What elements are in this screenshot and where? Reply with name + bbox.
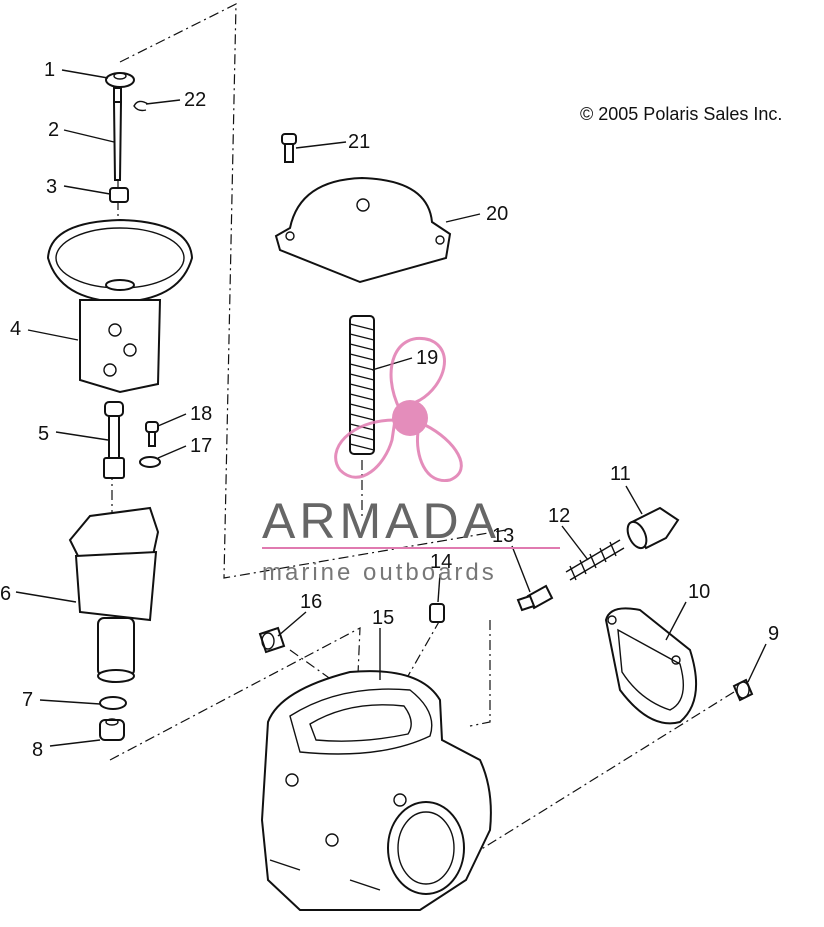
callout-22: 22 bbox=[184, 89, 206, 111]
copyright-text: © 2005 Polaris Sales Inc. bbox=[580, 104, 782, 124]
part-22-clip bbox=[133, 100, 149, 112]
part-14-plug bbox=[429, 603, 445, 623]
callout-14: 14 bbox=[430, 551, 452, 573]
callout-11: 11 bbox=[610, 463, 631, 485]
callout-5: 5 bbox=[38, 423, 49, 445]
part-8-main-jet bbox=[99, 718, 125, 741]
part-3-washer bbox=[109, 187, 129, 203]
callout-6: 6 bbox=[0, 583, 11, 605]
callout-8: 8 bbox=[32, 739, 43, 761]
callout-13: 13 bbox=[492, 525, 514, 547]
callout-21: 21 bbox=[348, 131, 370, 153]
callout-19: 19 bbox=[416, 347, 438, 369]
part-19-spring bbox=[349, 315, 375, 455]
part-20-cover bbox=[274, 176, 452, 284]
part-5-needle-jet bbox=[103, 401, 125, 479]
callout-20: 20 bbox=[486, 203, 508, 225]
part-10-gasket bbox=[604, 607, 698, 725]
watermark-title: ARMADA bbox=[262, 493, 500, 549]
callout-10: 10 bbox=[688, 581, 710, 603]
callout-1: 1 bbox=[44, 59, 55, 81]
callout-16: 16 bbox=[300, 591, 322, 613]
callout-9: 9 bbox=[768, 623, 779, 645]
callout-4: 4 bbox=[10, 318, 21, 340]
part-7-washer bbox=[99, 696, 127, 710]
part-18-screw bbox=[145, 421, 159, 447]
part-1-nut bbox=[105, 72, 135, 88]
callout-15: 15 bbox=[372, 607, 394, 629]
part-11-plug bbox=[626, 506, 680, 550]
part-17-washer bbox=[139, 456, 161, 468]
callout-labels: 1 2 3 4 5 6 7 8 9 10 11 12 13 14 15 16 1… bbox=[0, 59, 779, 761]
part-9-screw bbox=[732, 678, 754, 702]
part-2-needle bbox=[112, 87, 123, 181]
part-15-carburetor-body bbox=[260, 670, 492, 911]
part-4-diaphragm bbox=[46, 218, 194, 394]
part-21-screw bbox=[281, 133, 297, 163]
propeller-logo-icon bbox=[334, 337, 463, 482]
watermark-subtitle: marine outboards bbox=[262, 559, 497, 586]
callout-3: 3 bbox=[46, 176, 57, 198]
callout-2: 2 bbox=[48, 119, 59, 141]
part-16-jet bbox=[258, 626, 286, 654]
part-12-spring bbox=[565, 539, 625, 581]
part-13-pilot-screw bbox=[516, 584, 554, 612]
callout-17: 17 bbox=[190, 435, 212, 457]
callout-18: 18 bbox=[190, 403, 212, 425]
leader-lines bbox=[15, 69, 767, 747]
callout-7: 7 bbox=[22, 689, 33, 711]
part-6-slide bbox=[68, 506, 160, 683]
callout-12: 12 bbox=[548, 505, 570, 527]
